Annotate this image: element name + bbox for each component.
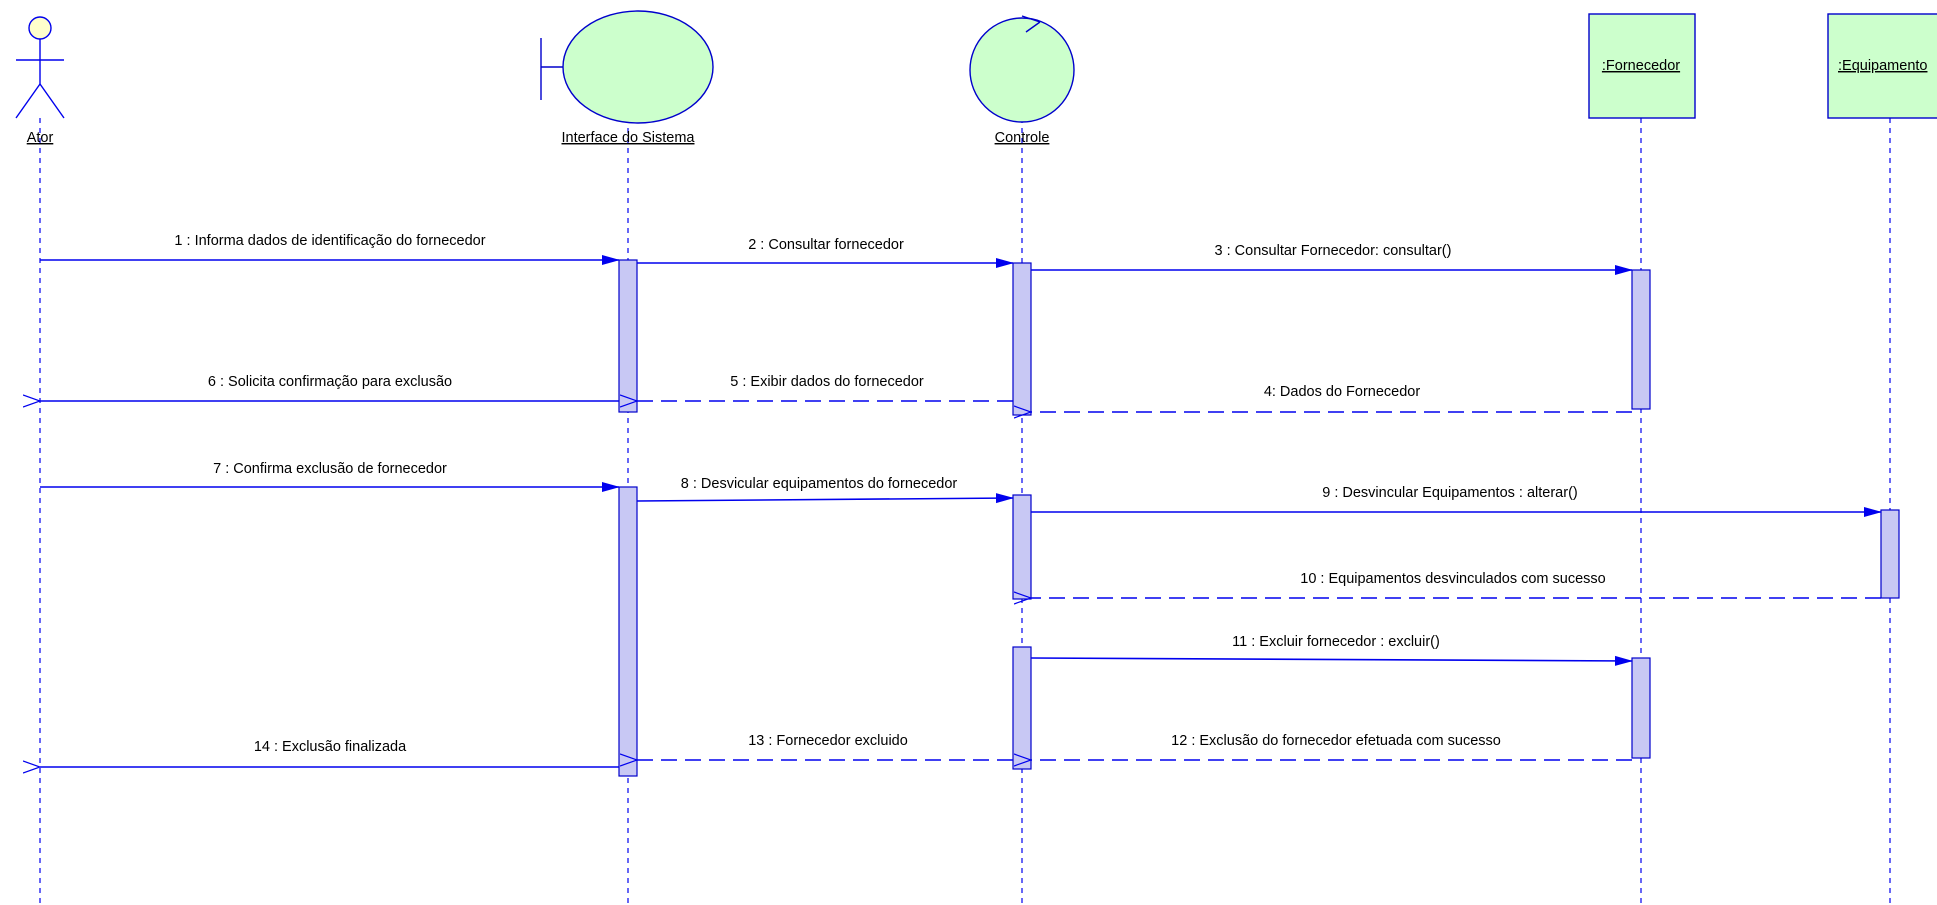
activation-bar: [1012, 262, 1032, 416]
message-8-arrow: [636, 493, 1014, 504]
activation-bar: [1631, 657, 1651, 759]
message-4-label: 4: Dados do Fornecedor: [1264, 384, 1421, 400]
equipamento-object-box: [1827, 13, 1937, 119]
participant-ator-label: Ator: [27, 130, 54, 146]
message-8-label: 8 : Desvicular equipamentos do fornecedo…: [681, 476, 958, 492]
activation-bar: [618, 259, 638, 413]
activation-bar: [618, 486, 638, 777]
message-9-label: 9 : Desvincular Equipamentos : alterar(): [1322, 485, 1577, 501]
message-11-arrow: [1030, 655, 1633, 666]
activation-bar: [1631, 269, 1651, 410]
message-3-label: 3 : Consultar Fornecedor: consultar(): [1215, 243, 1452, 259]
message-6-label: 6 : Solicita confirmação para exclusão: [208, 374, 452, 390]
message-1-label: 1 : Informa dados de identificação do fo…: [174, 233, 485, 249]
message-14-label: 14 : Exclusão finalizada: [254, 739, 407, 755]
actor-icon: [15, 16, 65, 119]
message-11-label: 11 : Excluir fornecedor : excluir(): [1232, 634, 1440, 650]
participant-interface-label: Interface do Sistema: [562, 130, 696, 146]
fornecedor-object-box: [1588, 13, 1696, 119]
message-10-label: 10 : Equipamentos desvinculados com suce…: [1300, 571, 1605, 587]
message-13-label: 13 : Fornecedor excluido: [748, 733, 908, 749]
control-icon: [969, 15, 1075, 123]
participant-equipamento-label: :Equipamento: [1838, 58, 1927, 74]
message-12-label: 12 : Exclusão do fornecedor efetuada com…: [1171, 733, 1501, 749]
activation-bar: [1880, 509, 1900, 599]
message-5-label: 5 : Exibir dados do fornecedor: [730, 374, 924, 390]
participant-fornecedor-label: :Fornecedor: [1602, 58, 1680, 74]
boundary-icon: [540, 10, 714, 124]
message-2-label: 2 : Consultar fornecedor: [748, 237, 904, 253]
participant-controle-label: Controle: [995, 130, 1050, 146]
message-7-label: 7 : Confirma exclusão de fornecedor: [213, 461, 447, 477]
activation-bar: [1012, 494, 1032, 600]
activation-bar: [1012, 646, 1032, 770]
